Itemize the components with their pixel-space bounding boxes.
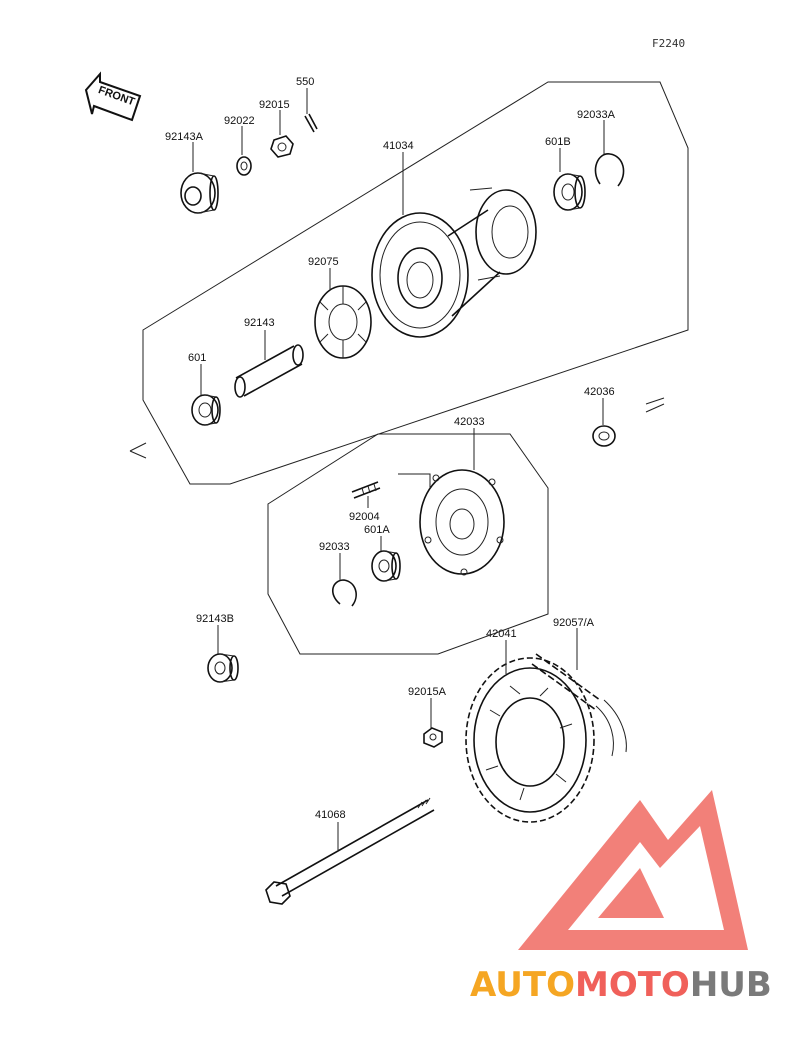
watermark-text: AUTOMOTOHUB [470, 965, 772, 1005]
collar-92143b [207, 653, 239, 683]
axle-41068 [265, 797, 435, 905]
sprocket-carrier-42033 [419, 469, 505, 576]
label-41068: 41068 [315, 809, 346, 821]
nut-92015 [270, 135, 294, 158]
label-92015: 92015 [259, 99, 290, 111]
label-92033a: 92033A [577, 109, 616, 121]
watermark-hub: HUB [690, 965, 772, 1005]
sprocket-42041 [465, 657, 595, 823]
label-92075: 92075 [308, 256, 339, 268]
collar-92143a [180, 172, 219, 214]
bearing-601a [371, 550, 401, 582]
damper-92075 [314, 285, 372, 359]
label-92004: 92004 [349, 511, 380, 523]
front-arrow-icon: FRONT [84, 71, 142, 122]
alignment-mark-right [645, 397, 665, 413]
alignment-mark-left [129, 442, 147, 459]
label-92143b: 92143B [196, 613, 234, 625]
carrier-group-outline [267, 433, 549, 655]
collar-42036 [592, 425, 616, 447]
label-42041: 42041 [486, 628, 517, 640]
label-92015a: 92015A [408, 686, 447, 698]
label-92057a: 92057/A [553, 617, 595, 629]
rear-hub-41034 [371, 187, 537, 338]
cotter-pin-550 [304, 113, 318, 133]
watermark-moto: MOTO [575, 965, 690, 1005]
bearing-601 [191, 394, 221, 426]
watermark-logo-icon [518, 790, 748, 950]
label-550: 550 [296, 76, 314, 88]
label-601: 601 [188, 352, 206, 364]
hub-group-outline [142, 81, 689, 485]
label-41034: 41034 [383, 140, 414, 152]
label-92033: 92033 [319, 541, 350, 553]
label-601a: 601A [364, 524, 390, 536]
label-601b: 601B [545, 136, 571, 148]
label-92022: 92022 [224, 115, 255, 127]
watermark-auto: AUTO [470, 965, 575, 1005]
label-92143: 92143 [244, 317, 275, 329]
stud-92004 [351, 481, 381, 499]
spacer-92143 [234, 344, 304, 398]
diagram-code: F2240 [652, 37, 685, 50]
label-42036: 42036 [584, 386, 615, 398]
bearing-601b [553, 173, 586, 211]
washer-92022 [236, 156, 252, 176]
label-42033: 42033 [454, 416, 485, 428]
circlip-92033a [594, 153, 625, 187]
nut-92015a [423, 727, 443, 748]
chain-92057a [531, 653, 627, 757]
circlip-92033 [332, 579, 357, 607]
label-92143a: 92143A [165, 131, 204, 143]
